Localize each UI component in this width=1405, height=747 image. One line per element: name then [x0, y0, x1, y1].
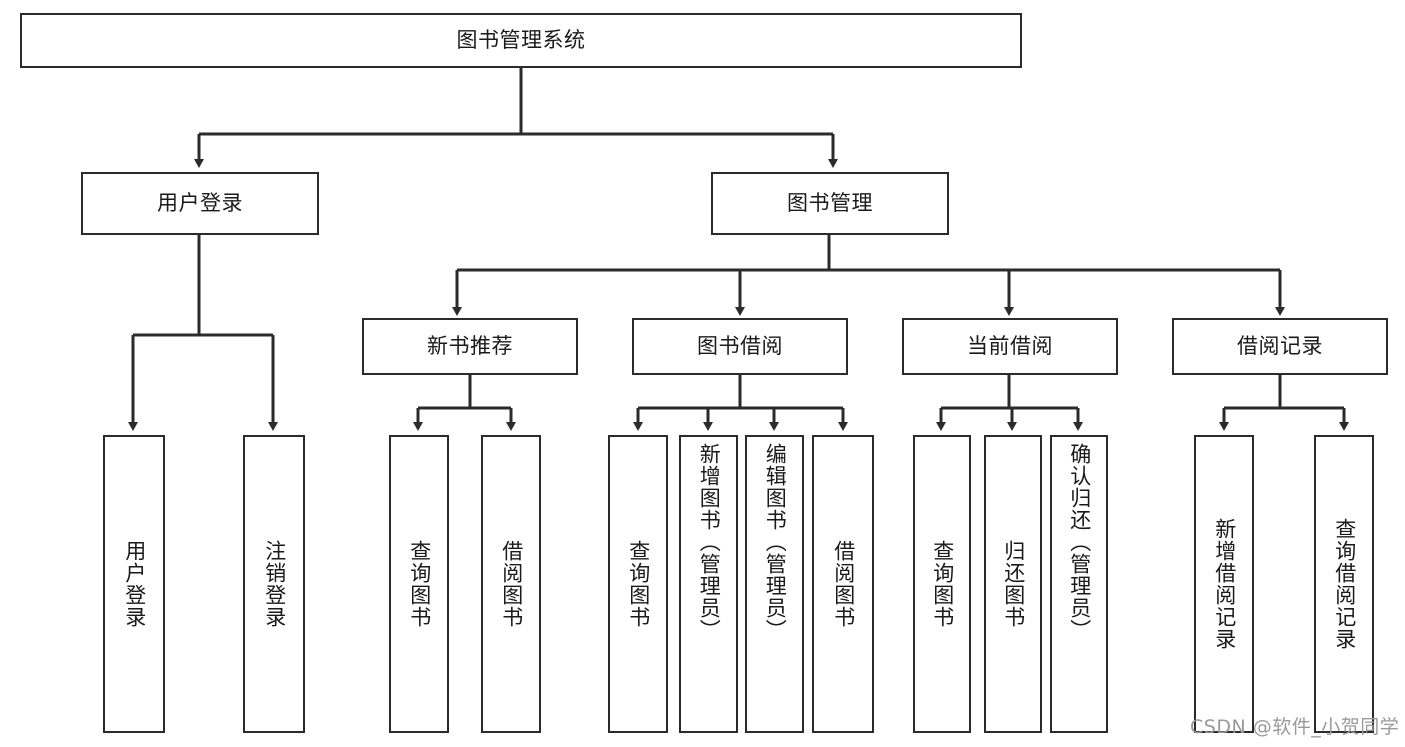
node-label: 图书管理: [787, 190, 873, 215]
leaf-borrow-borrow-book[interactable]: 借阅图书: [812, 435, 874, 733]
node-root-system[interactable]: 图书管理系统: [20, 13, 1022, 68]
node-label: 确认归还（管理员）: [1067, 443, 1092, 641]
node-label: 当前借阅: [967, 333, 1053, 358]
node-label: 图书借阅: [697, 333, 783, 358]
node-label: 借阅图书: [499, 540, 524, 628]
node-label: 归还图书: [1001, 540, 1026, 628]
node-borrow-record[interactable]: 借阅记录: [1172, 318, 1388, 375]
csdn-watermark: CSDN @软件_小贺同学: [1190, 716, 1400, 738]
node-current-borrow[interactable]: 当前借阅: [902, 318, 1118, 375]
node-new-book-recommend[interactable]: 新书推荐: [362, 318, 578, 375]
node-label: 注销登录: [262, 540, 287, 628]
node-book-borrow[interactable]: 图书借阅: [632, 318, 848, 375]
node-label: 用户登录: [122, 540, 147, 628]
leaf-current-return-book[interactable]: 归还图书: [984, 435, 1042, 733]
leaf-current-query-book[interactable]: 查询图书: [913, 435, 971, 733]
leaf-new-book-borrow[interactable]: 借阅图书: [481, 435, 541, 733]
leaf-borrow-add-book[interactable]: 新增图书（管理员）: [679, 435, 738, 733]
node-label: 查询图书: [930, 540, 955, 628]
leaf-record-add[interactable]: 新增借阅记录: [1194, 435, 1254, 733]
leaf-new-book-query[interactable]: 查询图书: [389, 435, 449, 733]
node-label: 借阅图书: [831, 540, 856, 628]
node-label: 查询图书: [407, 540, 432, 628]
node-label: 新增图书（管理员）: [697, 443, 722, 641]
leaf-current-confirm-return[interactable]: 确认归还（管理员）: [1050, 435, 1108, 733]
node-user-login[interactable]: 用户登录: [81, 172, 319, 235]
leaf-user-login-signin[interactable]: 用户登录: [103, 435, 165, 733]
node-label: 编辑图书（管理员）: [763, 443, 788, 641]
leaf-user-login-signout[interactable]: 注销登录: [243, 435, 305, 733]
leaf-borrow-edit-book[interactable]: 编辑图书（管理员）: [745, 435, 804, 733]
node-label: 新增借阅记录: [1212, 518, 1237, 650]
node-label: 查询借阅记录: [1332, 518, 1357, 650]
node-book-management[interactable]: 图书管理: [711, 172, 949, 235]
leaf-record-query[interactable]: 查询借阅记录: [1314, 435, 1374, 733]
node-label: 新书推荐: [427, 333, 513, 358]
node-label: 图书管理系统: [456, 27, 586, 52]
node-label: 借阅记录: [1237, 333, 1323, 358]
leaf-borrow-query-book[interactable]: 查询图书: [608, 435, 668, 733]
node-label: 查询图书: [626, 540, 651, 628]
node-label: 用户登录: [157, 190, 243, 215]
